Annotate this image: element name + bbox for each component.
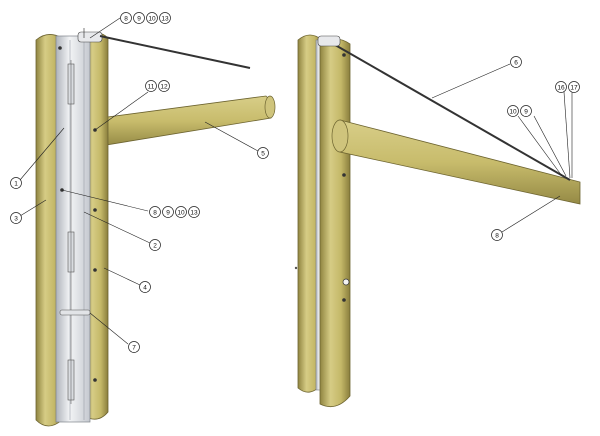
callout-pair-b: 16 17 xyxy=(555,81,580,93)
callout-label: 5 xyxy=(261,151,265,158)
callout-label: 13 xyxy=(190,210,198,217)
callout-label: 3 xyxy=(14,216,18,223)
screw xyxy=(93,378,97,382)
callout-4: 4 xyxy=(139,281,151,293)
right-front-post xyxy=(319,38,351,408)
callout-label: 8 xyxy=(153,210,157,217)
screw xyxy=(93,208,97,212)
arm-beam-left-end xyxy=(264,95,276,119)
top-bracket-left xyxy=(77,31,103,43)
callout-8: 8 xyxy=(491,229,503,241)
callout-upper-mid: 11 12 xyxy=(145,80,170,92)
left-view xyxy=(35,31,276,427)
arm-beam-right xyxy=(339,119,581,205)
callout-label: 13 xyxy=(161,16,169,23)
screw xyxy=(342,53,346,57)
callout-label: 17 xyxy=(570,85,578,92)
callout-2: 2 xyxy=(149,239,161,251)
top-bracket-right xyxy=(317,35,341,47)
cable-left xyxy=(99,35,251,69)
cable-right xyxy=(329,41,571,181)
leader-lines xyxy=(19,28,573,345)
callout-label: 11 xyxy=(148,84,155,91)
arm-beam-right-end xyxy=(331,119,349,153)
screw xyxy=(342,298,346,302)
callout-mid-group: 8 9 10 13 xyxy=(149,206,200,218)
callout-pair-a: 10 9 xyxy=(507,105,532,117)
callout-7: 7 xyxy=(128,341,140,353)
callout-label: 9 xyxy=(166,210,170,217)
callout-top-left: 8 9 10 13 xyxy=(89,12,171,39)
screw xyxy=(342,173,346,177)
screw xyxy=(58,46,62,50)
callout-label: 2 xyxy=(153,243,157,250)
slide-bolt xyxy=(59,309,91,316)
screw xyxy=(93,268,97,272)
callout-label: 16 xyxy=(557,85,565,92)
callout-label: 9 xyxy=(137,16,141,23)
callout-6: 6 xyxy=(510,56,522,68)
callout-5: 5 xyxy=(257,147,269,159)
callout-label: 8 xyxy=(124,16,128,23)
callout-label: 10 xyxy=(509,109,517,116)
screw xyxy=(342,278,350,286)
right-view xyxy=(294,34,581,408)
callout-1: 1 xyxy=(10,177,22,189)
callout-label: 8 xyxy=(495,233,499,240)
callout-label: 9 xyxy=(524,109,528,116)
callout-label: 10 xyxy=(177,210,185,217)
callout-label: 1 xyxy=(14,181,18,188)
arm-beam-left xyxy=(99,95,273,147)
callout-label: 6 xyxy=(514,60,518,67)
screw xyxy=(294,266,298,270)
callout-label: 7 xyxy=(132,345,136,352)
callout-label: 12 xyxy=(160,84,168,91)
callout-label: 10 xyxy=(148,16,156,23)
callout-label: 4 xyxy=(143,285,147,292)
callout-3: 3 xyxy=(10,212,22,224)
